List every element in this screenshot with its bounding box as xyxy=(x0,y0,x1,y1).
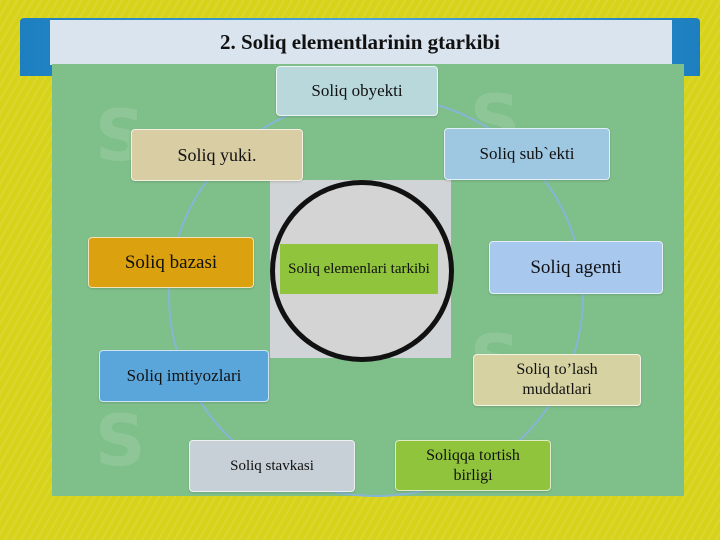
node-label: Soliq to’lash muddatlari xyxy=(516,361,598,398)
node-soliq-subekti: Soliq sub`ekti xyxy=(444,128,610,180)
node-label: Soliq bazasi xyxy=(124,251,218,273)
title-background xyxy=(50,20,672,65)
slide-title: 2. Soliq elementlarinin gtarkibi xyxy=(219,30,500,54)
node-soliq-tolash-muddatlari: Soliq to’lash muddatlari xyxy=(473,354,641,406)
node-label: Soliq yuki. xyxy=(177,145,257,165)
node-label: Soliqqa tortish birligi xyxy=(426,446,520,484)
node-label: Soliq obyekti xyxy=(311,81,403,100)
node-label: Soliq imtiyozlari xyxy=(126,366,242,385)
center-label: Soliq elemenlari tarkibi xyxy=(280,244,438,294)
node-label: Soliq sub`ekti xyxy=(479,144,575,163)
node-soliq-stavkasi: Soliq stavkasi xyxy=(189,440,355,492)
watermark-mark: S xyxy=(95,400,146,482)
node-label: Soliq agenti xyxy=(530,256,622,278)
node-soliq-yuki: Soliq yuki. xyxy=(131,129,303,181)
node-soliq-imtiyozlari: Soliq imtiyozlari xyxy=(99,350,269,402)
node-soliq-agenti: Soliq agenti xyxy=(489,241,663,294)
node-soliq-bazasi: Soliq bazasi xyxy=(88,237,254,288)
node-label: Soliq stavkasi xyxy=(230,458,314,474)
node-soliq-obyekti: Soliq obyekti xyxy=(276,66,438,116)
node-soliqqa-tortish-birligi: Soliqqa tortish birligi xyxy=(395,440,551,491)
